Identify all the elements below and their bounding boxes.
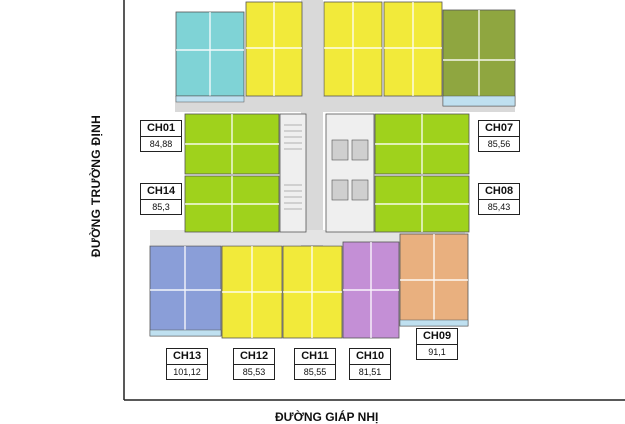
corridor-lower xyxy=(150,230,465,245)
stair-left xyxy=(284,124,302,210)
label-ch07: CH07 85,56 xyxy=(478,120,520,152)
unit-area: 84,88 xyxy=(141,136,181,151)
unit-area: 85,53 xyxy=(234,364,274,379)
unit-code: CH12 xyxy=(239,350,269,362)
label-ch10: CH10 81,51 xyxy=(349,348,391,380)
unit-code: CH14 xyxy=(146,185,176,197)
label-ch09: CH09 91,1 xyxy=(416,328,458,360)
unit-code: CH10 xyxy=(355,350,385,362)
elevator-2 xyxy=(351,139,369,161)
elevator-1 xyxy=(331,139,349,161)
core-right xyxy=(325,113,375,233)
balconies xyxy=(149,95,516,337)
unit-code: CH11 xyxy=(301,350,329,362)
unit-area: 81,51 xyxy=(350,364,390,379)
unit-code: CH13 xyxy=(172,350,202,362)
label-ch14: CH14 85,3 xyxy=(140,183,182,215)
label-ch08: CH08 85,43 xyxy=(478,183,520,215)
corridor-vertical xyxy=(301,0,323,250)
label-ch01: CH01 84,88 xyxy=(140,120,182,152)
room-partitions xyxy=(150,2,515,338)
elevator-4 xyxy=(351,179,369,201)
unit-area: 91,1 xyxy=(417,344,457,359)
unit-code: CH09 xyxy=(422,330,452,342)
label-ch12: CH12 85,53 xyxy=(233,348,275,380)
elevator-3 xyxy=(331,179,349,201)
street-label-left: ĐƯỜNG TRƯỜNG ĐỊNH xyxy=(89,114,103,258)
unit-code: CH08 xyxy=(484,185,514,197)
label-ch13: CH13 101,12 xyxy=(166,348,208,380)
unit-area: 85,55 xyxy=(295,364,335,379)
unit-area: 101,12 xyxy=(167,364,207,379)
unit-code: CH07 xyxy=(484,122,514,134)
unit-area: 85,3 xyxy=(141,199,181,214)
street-label-bottom: ĐƯỜNG GIÁP NHỊ xyxy=(275,410,379,424)
label-ch11: CH11 85,55 xyxy=(294,348,336,380)
corridor-horizontal xyxy=(175,96,515,112)
unit-code: CH01 xyxy=(146,122,176,134)
unit-area: 85,43 xyxy=(479,199,519,214)
core-left xyxy=(279,113,307,233)
unit-area: 85,56 xyxy=(479,136,519,151)
